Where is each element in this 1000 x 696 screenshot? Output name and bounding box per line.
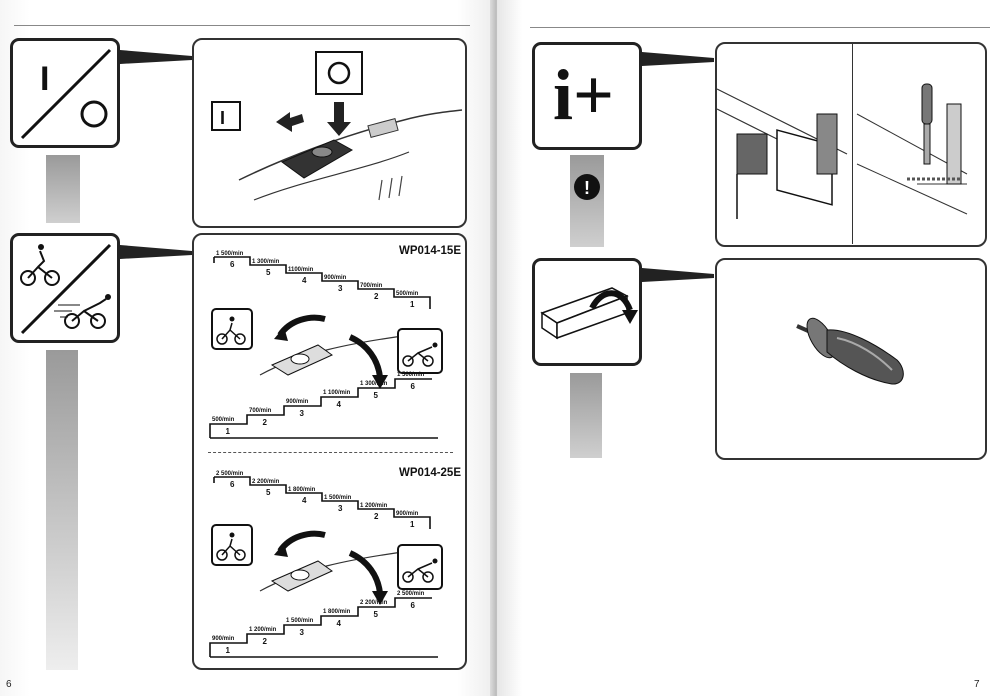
off-label	[327, 61, 351, 85]
wp25-top-step-4: 2	[374, 512, 379, 521]
off-symbol	[80, 100, 108, 128]
warning-bar: !	[570, 155, 604, 247]
wp15-bottom-speed-3: 1 100/min	[323, 390, 351, 396]
wp25-top-speed-2: 1 800/min	[288, 487, 316, 493]
page-number-right: 7	[974, 679, 980, 690]
wp15-top-speed-1: 1 300/min	[252, 259, 280, 265]
section-bar-right-2	[570, 373, 602, 458]
wp15-bottom-speed-1: 700/min	[249, 408, 272, 414]
wp25-bottom-speed-3: 1 800/min	[323, 609, 351, 615]
dial-illustration-15e	[211, 308, 443, 389]
wp15-top-step-4: 2	[374, 292, 379, 301]
wp15-bottom-step-0: 1	[226, 427, 231, 436]
wp25-top-line	[214, 476, 431, 529]
wp25-top-speed-3: 1 500/min	[324, 495, 352, 501]
top-rule-right	[530, 27, 990, 28]
wp25-bottom-speed-4: 2 200/min	[360, 600, 388, 606]
wp15-top-step-0: 6	[230, 260, 235, 269]
bike-slow-fast-icon	[20, 243, 112, 335]
rotate-handle-icon-box	[532, 258, 642, 366]
wp25-bottom-speed-2: 1 500/min	[286, 618, 314, 624]
pointer-1	[120, 50, 192, 64]
clamp-illustration-box	[715, 42, 987, 247]
info-plus-icon: i+	[553, 55, 615, 135]
wp15-bottom-step-3: 4	[337, 400, 342, 409]
wp25-top-step-0: 6	[230, 480, 235, 489]
wp25-bottom-line	[209, 597, 432, 657]
wp25-bottom-step-5: 6	[411, 601, 416, 610]
wp15-bottom-step-2: 3	[300, 409, 305, 418]
top-rule	[14, 25, 470, 26]
wp15-top-speed-2: 1100/min	[288, 267, 314, 273]
wp25-bottom-step-0: 1	[226, 646, 231, 655]
wp25-top-step-5: 1	[410, 520, 415, 529]
wp25-top-speed-1: 2 200/min	[252, 479, 280, 485]
wp25-top-step-1: 5	[266, 488, 271, 497]
on-off-icon-box: I	[10, 38, 120, 148]
speed-stairs-15e-top: 1 500/min 6 1 300/min 5 1100/min 4 900/min 3 700…	[213, 251, 431, 309]
model-label-25e: WP014-25E	[399, 467, 462, 479]
section-bar-1	[46, 155, 80, 223]
wp25-bottom-step-1: 2	[263, 637, 268, 646]
side-handle-box	[715, 258, 987, 460]
section-bar-2	[46, 350, 78, 670]
wp15-bottom-speed-0: 500/min	[212, 417, 235, 423]
section-divider	[208, 452, 453, 453]
model-label-15e: WP014-15E	[399, 245, 462, 257]
pointer-2	[120, 245, 192, 259]
wp15-top-step-3: 3	[338, 284, 343, 293]
vise-and-clamp-drawing	[716, 83, 968, 219]
switch-drawing: I	[211, 51, 463, 201]
left-page: I I	[0, 0, 497, 696]
wp15-bottom-step-5: 6	[411, 382, 416, 391]
speed-stairs-25e-top: 2 500/min 6 2 200/min 5 1 800/min 4 1 500/min 3…	[213, 471, 431, 529]
wp25-top-speed-5: 900/min	[396, 511, 419, 517]
wp25-bottom-step-3: 4	[337, 619, 342, 628]
pointer-3	[642, 52, 714, 66]
wp15-top-speed-0: 1 500/min	[216, 251, 244, 257]
wp15-top-step-5: 1	[410, 300, 415, 309]
wp15-top-step-2: 4	[302, 276, 307, 285]
wp15-bottom-line	[209, 378, 432, 438]
wp25-top-step-2: 4	[302, 496, 307, 505]
speed-stairs-15e-bottom: 500/min 1 700/min 2 900/min 3 1 100/min 4 1 300/…	[209, 372, 438, 439]
wp25-bottom-speed-5: 2 500/min	[397, 591, 425, 597]
wp15-bottom-speed-4: 1 300/min	[360, 381, 388, 387]
pointer-4	[642, 268, 714, 282]
wp25-top-speed-4: 1 200/min	[360, 503, 388, 509]
wp15-bottom-step-1: 2	[263, 418, 268, 427]
wp15-bottom-speed-2: 900/min	[286, 399, 309, 405]
wp15-top-line	[214, 256, 431, 309]
page-number-left: 6	[6, 679, 12, 690]
wp15-top-step-1: 5	[266, 268, 271, 277]
on-label: I	[220, 108, 225, 128]
wp15-top-speed-4: 700/min	[360, 283, 383, 289]
wp25-top-step-3: 3	[338, 504, 343, 513]
info-icon-box: i+	[532, 42, 642, 150]
wp25-bottom-speed-1: 1 200/min	[249, 627, 277, 633]
on-symbol: I	[40, 60, 49, 98]
on-off-icon: I	[20, 48, 112, 140]
warning-icon: !	[574, 174, 600, 200]
rotate-block-icon	[540, 287, 638, 340]
svg-text:!: !	[584, 178, 590, 198]
wp15-top-speed-5: 500/min	[396, 291, 419, 297]
wp25-bottom-speed-0: 900/min	[212, 636, 235, 642]
wp15-bottom-speed-5: 1 500/min	[397, 372, 425, 378]
wp15-bottom-step-4: 5	[374, 391, 379, 400]
right-page: ! i+	[497, 0, 1000, 696]
wp25-bottom-step-2: 3	[300, 628, 305, 637]
wp25-top-speed-0: 2 500/min	[216, 471, 244, 477]
switch-illustration-box: I	[192, 38, 467, 228]
dial-illustration-25e	[211, 524, 443, 605]
speed-icon-box	[10, 233, 120, 343]
speed-stairs-25e-bottom: 900/min 1 1 200/min 2 1 500/min 3 1 800/min 4 2 …	[209, 591, 438, 658]
wp15-top-speed-3: 900/min	[324, 275, 347, 281]
side-handle-drawing	[796, 317, 904, 385]
wp25-bottom-step-4: 5	[374, 610, 379, 619]
